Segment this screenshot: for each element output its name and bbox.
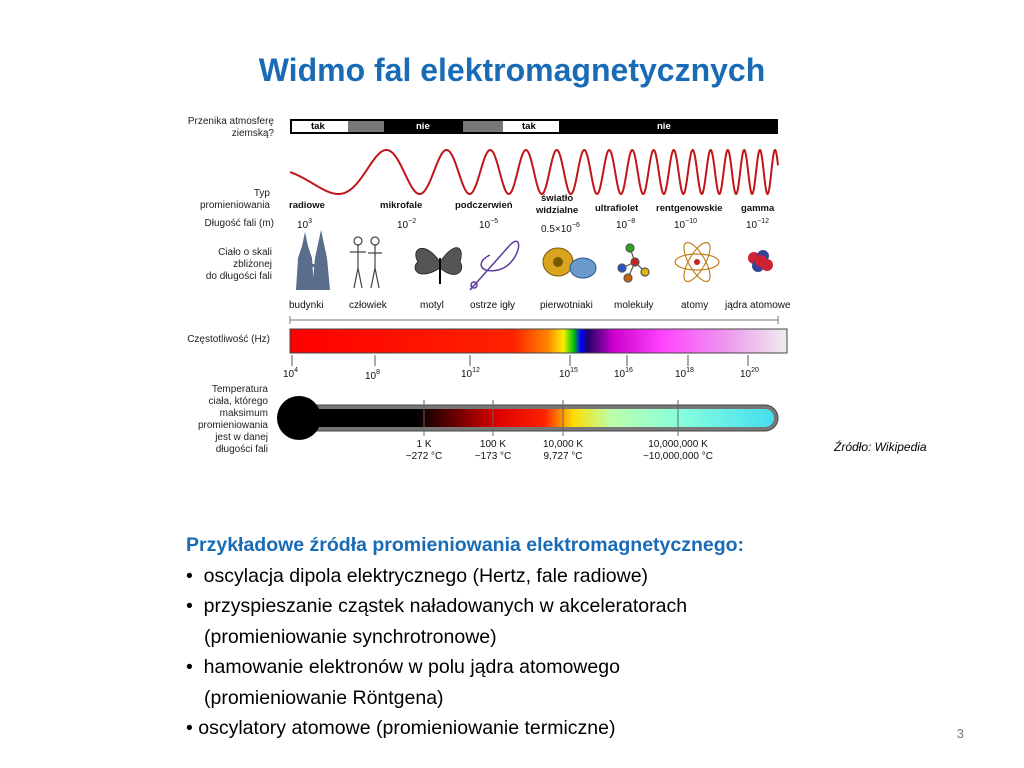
temperature-label: Temperatura ciała, którego maksimum prom… (197, 384, 268, 455)
temperature-value: 100 K−173 °C (474, 439, 512, 462)
object-nuclei: jądra atomowe (725, 300, 791, 311)
source-caption: Źródło: Wikipedia (834, 440, 927, 454)
atmosphere-segment-no-1: nie (416, 121, 430, 132)
list-item: • oscylacja dipola elektrycznego (Hertz,… (186, 564, 649, 587)
slide-title: Widmo fal elektromagnetycznych (258, 52, 766, 88)
frequency-value: 108 (365, 369, 381, 382)
object-butterfly: motyl (420, 300, 444, 311)
atmosphere-segment-no-2: nie (657, 121, 671, 132)
building-icon (296, 230, 330, 290)
object-protozoa: pierwotniaki (540, 300, 593, 311)
category-radio: radiowe (289, 200, 325, 211)
list-item: • oscylatory atomowe (promieniowanie ter… (186, 717, 616, 739)
frequency-value: 1020 (740, 367, 759, 380)
butterfly-icon (414, 247, 463, 284)
temperature-ticks (423, 400, 679, 436)
wavelength-visible: 0.5×10−6 (541, 222, 580, 235)
wavelength-infrared: 10−5 (479, 218, 499, 231)
needle-icon (469, 240, 520, 291)
category-ultraviolet: ultrafiolet (595, 203, 639, 214)
category-visible: światło widzialne (536, 193, 579, 216)
wavelength-gamma: 10−12 (746, 218, 769, 231)
category-microwave: mikrofale (380, 200, 423, 211)
temperature-value: 10,000,000 K~10,000,000 °C (643, 439, 713, 462)
list-item-continuation: (promieniowanie Röntgena) (204, 686, 444, 709)
scale-label: Ciało o skali zbliżonej do długości fali (205, 247, 272, 282)
frequency-value: 104 (283, 367, 299, 380)
frequency-ticks (291, 355, 749, 366)
nucleus-icon (748, 250, 773, 272)
list-item: • przyspieszanie cząstek naładowanych w … (186, 595, 688, 617)
list-item: • hamowanie elektronów w polu jądra atom… (186, 656, 620, 678)
list-item-continuation: (promieniowanie synchrotronowe) (204, 625, 497, 648)
protozoa-icon (542, 247, 597, 279)
human-icon (350, 236, 382, 289)
atmosphere-label: Przenika atmosferę ziemską? (187, 116, 274, 139)
object-human: człowiek (349, 300, 387, 311)
temperature-value: 1 K−272 °C (405, 439, 443, 462)
frequency-value: 1015 (559, 367, 578, 380)
object-atoms: atomy (681, 300, 709, 311)
frequency-label: Częstotliwość (Hz) (187, 334, 270, 345)
page-number: 3 (956, 726, 964, 741)
category-infrared: podczerwień (455, 200, 513, 211)
wavelength-label: Długość fali (m) (204, 218, 274, 229)
object-dividers (289, 316, 779, 324)
examples-list: Przykładowe źródła promieniowania elektr… (186, 530, 744, 744)
atmosphere-segment-yes-2: tak (522, 121, 536, 132)
object-buildings: budynki (289, 300, 324, 311)
atmosphere-bar (290, 119, 778, 134)
thermometer-bar (277, 396, 779, 440)
frequency-value: 1012 (461, 367, 480, 380)
object-needle: ostrze igły (470, 300, 516, 311)
molecule-icon (617, 243, 650, 283)
atom-icon (674, 241, 720, 283)
frequency-bar (289, 328, 788, 354)
wave-curve (289, 148, 779, 196)
frequency-value: 1018 (675, 367, 694, 380)
frequency-value: 1016 (614, 367, 633, 380)
category-xray: rentgenowskie (656, 203, 723, 214)
object-molecules: molekuły (614, 300, 654, 311)
examples-heading: Przykładowe źródła promieniowania elektr… (186, 534, 745, 556)
type-label: Typ promieniowania (199, 188, 270, 211)
wavelength-microwave: 10−2 (397, 218, 417, 231)
wavelength-ultraviolet: 10−8 (616, 218, 636, 231)
category-gamma: gamma (741, 203, 775, 214)
wavelength-xray: 10−10 (674, 218, 697, 231)
atmosphere-segment-yes-1: tak (311, 121, 325, 132)
wavelength-radio: 103 (297, 218, 313, 231)
